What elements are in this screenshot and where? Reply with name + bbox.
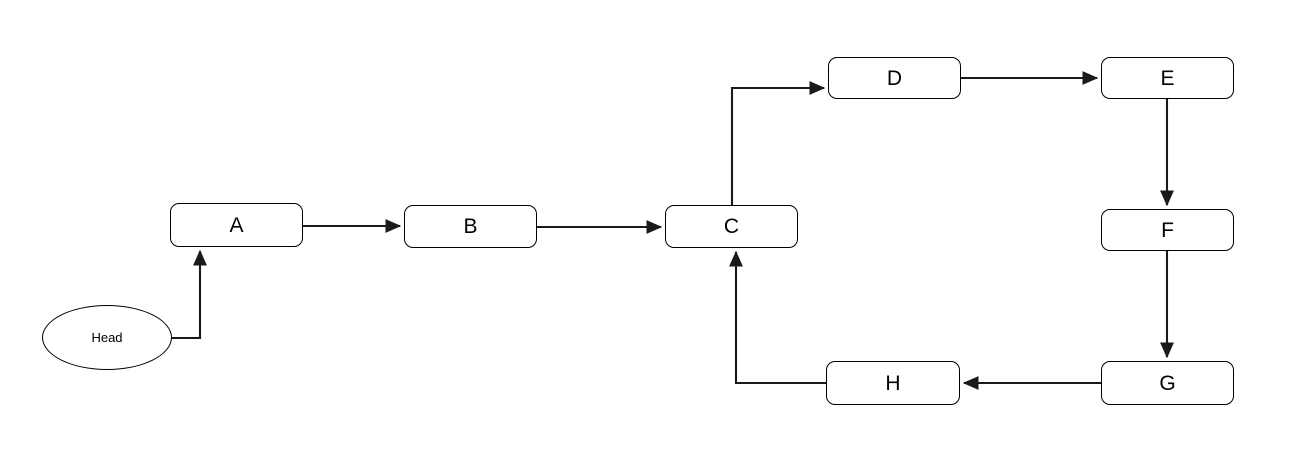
- node-c-label: C: [723, 215, 740, 238]
- node-b-label: B: [463, 215, 478, 238]
- node-b[interactable]: B: [404, 205, 537, 248]
- node-d[interactable]: D: [828, 57, 961, 99]
- node-a-label: A: [229, 213, 244, 237]
- node-a[interactable]: A: [170, 203, 303, 247]
- edge-h-c: [729, 250, 826, 385]
- node-f[interactable]: F: [1101, 209, 1234, 251]
- node-e[interactable]: E: [1101, 57, 1234, 99]
- edge-c-d: [730, 81, 826, 205]
- node-g[interactable]: G: [1101, 361, 1234, 405]
- node-e-label: E: [1160, 66, 1175, 90]
- node-g-label: G: [1159, 371, 1176, 395]
- node-head-label: Head: [91, 330, 123, 345]
- node-head[interactable]: Head: [42, 305, 172, 370]
- node-c[interactable]: C: [665, 205, 798, 248]
- node-h-label: H: [885, 371, 901, 395]
- edge-head-a: [172, 249, 207, 340]
- node-f-label: F: [1161, 218, 1174, 242]
- node-h[interactable]: H: [826, 361, 960, 405]
- node-d-label: D: [886, 66, 903, 90]
